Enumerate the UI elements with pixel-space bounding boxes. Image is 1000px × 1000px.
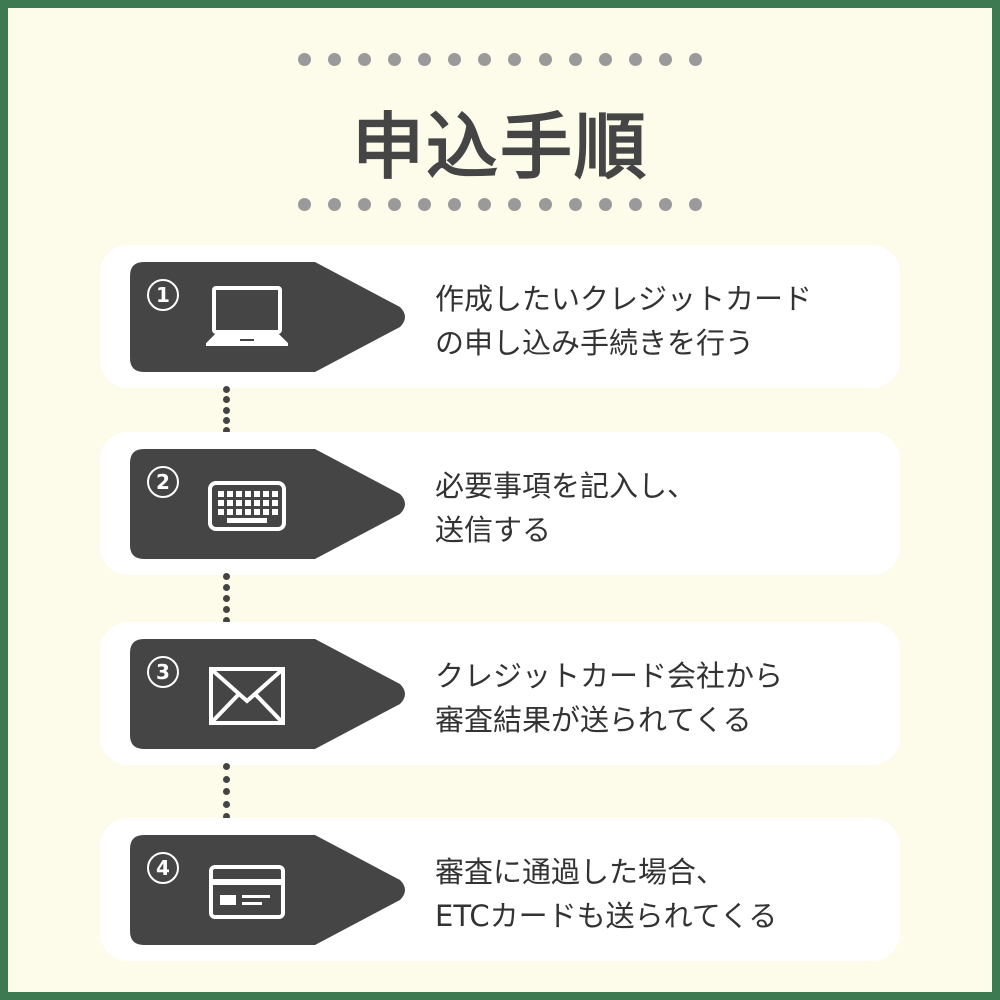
step-text-line2: の申し込み手続きを行う <box>435 326 755 360</box>
step-tag: 3 <box>130 639 408 749</box>
step-text: 審査に通過した場合、 ETCカードも送られてくる <box>435 850 777 938</box>
step-text: 必要事項を記入し、送信する <box>435 464 696 552</box>
credit-card-icon <box>206 857 288 927</box>
step-text-line2: ETCカードも送られてくる <box>435 899 778 933</box>
connector-dot <box>222 775 230 783</box>
connector-dot <box>222 573 230 580</box>
step-card: 2 必要事項を記入し、送信する <box>100 432 900 575</box>
step-connector <box>222 573 230 624</box>
step-text: クレジットカード会社から審査結果が送られてくる <box>435 654 783 742</box>
dot <box>328 198 342 211</box>
envelope-icon <box>206 661 288 731</box>
step-text-line2: 審査結果が送られてくる <box>435 703 752 737</box>
step-connector <box>222 386 230 434</box>
connector-dot <box>222 800 230 808</box>
connector-dot <box>222 595 230 602</box>
connector-dot <box>222 788 230 795</box>
connector-dot <box>222 427 230 434</box>
dot <box>658 198 672 211</box>
dot <box>418 53 432 66</box>
dot <box>298 198 311 211</box>
step-connector <box>222 763 230 820</box>
connector-dot <box>222 617 230 624</box>
step-text-line1: 審査に通過した場合、 <box>435 855 726 889</box>
dot <box>328 53 342 66</box>
dot <box>508 53 522 66</box>
step-text-line1: クレジットカード会社から <box>435 659 784 693</box>
step-number: 3 <box>147 656 179 688</box>
dot <box>358 53 372 66</box>
page-title: 申込手順 <box>351 105 648 189</box>
dot <box>418 198 432 211</box>
dot <box>358 198 372 211</box>
keyboard-icon <box>206 471 288 541</box>
dot <box>628 198 642 211</box>
step-text-line1: 作成したいクレジットカード <box>435 282 813 316</box>
step-card: 1 作成したいクレジットカードの申し込み手続きを行う <box>100 245 900 388</box>
dot <box>388 198 402 211</box>
step-tag: 2 <box>130 449 408 559</box>
dot <box>448 198 462 211</box>
step-card: 4 審査に通過した場合、 ETCカードも送られてくる <box>100 818 900 961</box>
dot <box>658 53 672 66</box>
dot <box>538 198 552 211</box>
dot <box>388 53 402 66</box>
connector-dot <box>222 416 230 424</box>
step-text: 作成したいクレジットカードの申し込み手続きを行う <box>435 277 812 365</box>
dot <box>688 198 702 211</box>
dot <box>448 53 462 66</box>
step-number: 4 <box>147 852 179 884</box>
connector-dot <box>222 406 230 414</box>
dot <box>478 53 492 66</box>
connector-dot <box>222 813 230 820</box>
step-text-line2: 送信する <box>435 513 552 547</box>
dots-bottom <box>298 198 702 212</box>
dot <box>598 53 612 66</box>
dot <box>508 198 522 211</box>
connector-dot <box>222 763 230 770</box>
step-text-line1: 必要事項を記入し、 <box>435 469 697 503</box>
connector-dot <box>222 386 230 393</box>
dot <box>568 53 582 66</box>
dot <box>628 53 642 66</box>
connector-dot <box>222 396 230 404</box>
dot <box>688 53 702 66</box>
connector-dot <box>222 584 230 591</box>
step-tag: 1 <box>130 262 408 372</box>
dots-top <box>298 53 702 67</box>
step-number: 2 <box>147 466 179 498</box>
dot <box>598 198 612 211</box>
dot <box>298 53 311 66</box>
dot <box>538 53 552 66</box>
step-tag: 4 <box>130 835 408 945</box>
step-card: 3 クレジットカード会社から審査結果が送られてくる <box>100 622 900 765</box>
connector-dot <box>222 606 230 613</box>
dot <box>568 198 582 211</box>
dot <box>478 198 492 211</box>
laptop-icon <box>203 284 291 354</box>
step-number: 1 <box>147 279 179 311</box>
